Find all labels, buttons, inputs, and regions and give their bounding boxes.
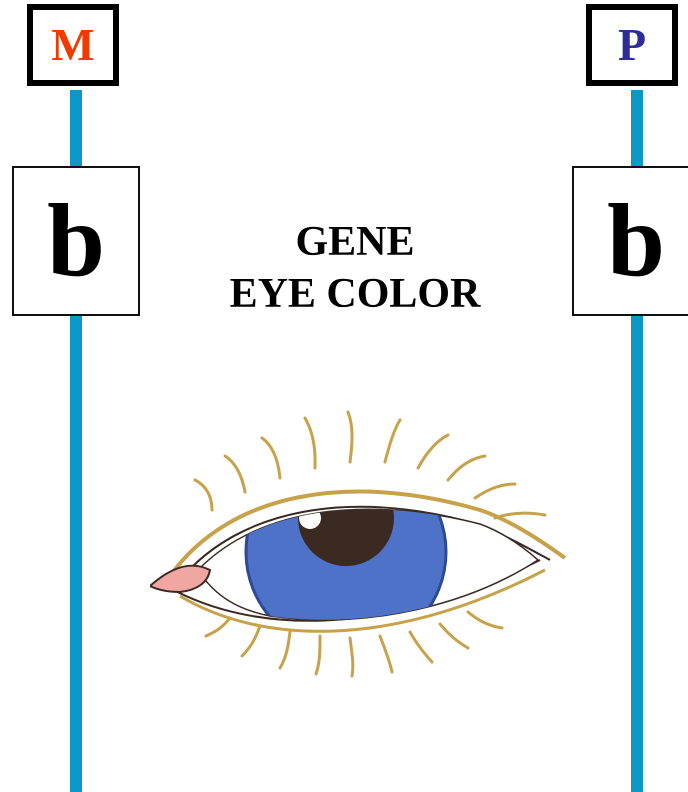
maternal-allele-box: b (12, 166, 140, 316)
maternal-allele: b (47, 189, 105, 293)
title-line-2: EYE COLOR (150, 268, 560, 320)
paternal-label: P (618, 22, 646, 68)
gene-title: GENE EYE COLOR (150, 216, 560, 320)
paternal-allele-box: b (572, 166, 688, 316)
blue-eye-icon (150, 400, 580, 690)
maternal-label: M (51, 22, 94, 68)
paternal-allele: b (607, 189, 665, 293)
maternal-label-box: M (27, 4, 119, 86)
title-line-1: GENE (150, 216, 560, 268)
paternal-label-box: P (586, 4, 678, 86)
